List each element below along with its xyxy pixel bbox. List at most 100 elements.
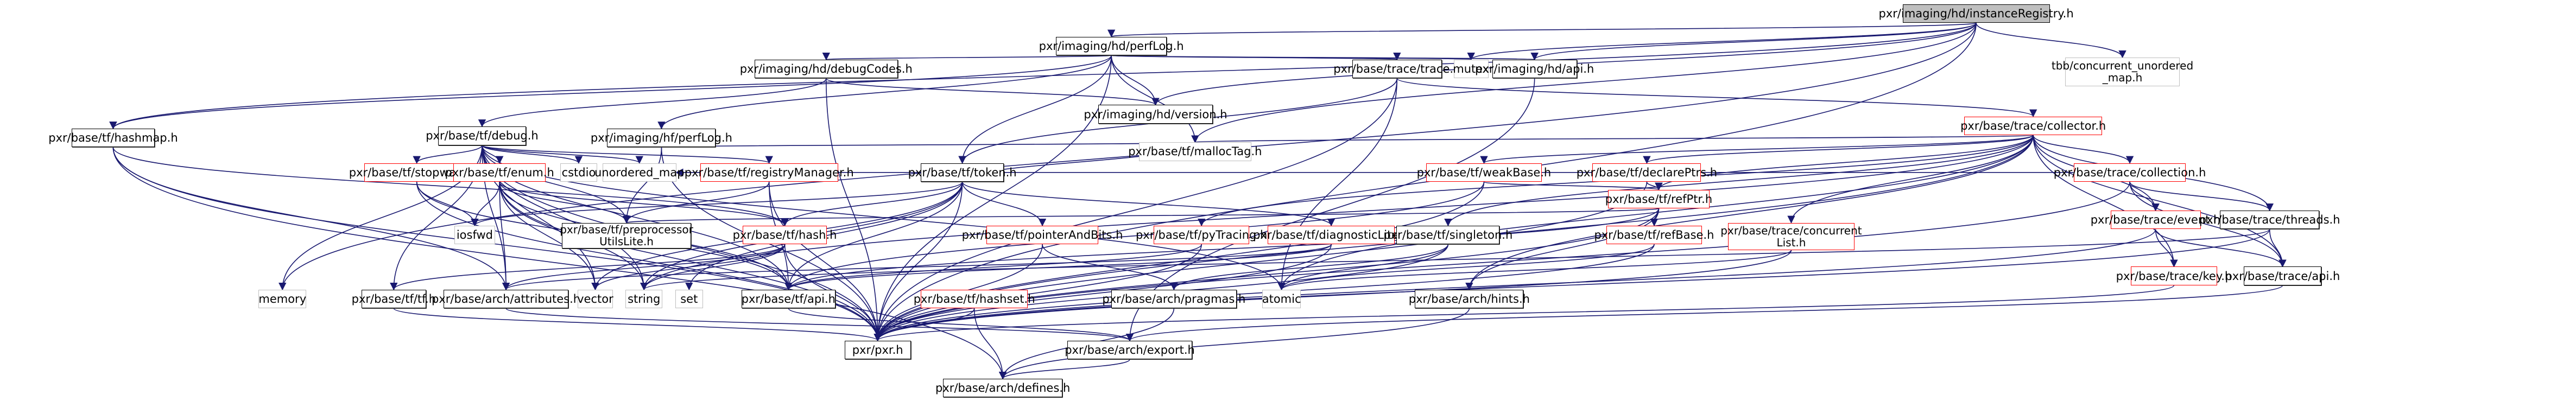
edge-tfhash-to-attributes [502,244,786,291]
edge-collector-to-weakbase [1480,135,2034,164]
graph-node-hfperf[interactable]: pxr/imaging/hf/perfLog.h [591,129,732,148]
edge-event-to-traceapi [2155,229,2287,268]
graph-node-export[interactable]: pxr/base/arch/export.h [1065,340,1195,360]
edge-debugcodes-to-pxrh [825,78,882,342]
edge-tracekey-to-pxrh [874,285,2175,342]
edge-tfapi-to-export [788,308,1134,342]
edge-collector-to-declareptrs [1643,135,2034,164]
graph-node-event[interactable]: pxr/base/trace/event.h [2091,211,2220,230]
edge-stopwatch-to-pxrh [416,182,882,342]
graph-node-pointerbits[interactable]: pxr/base/tf/pointerAndBits.h [962,225,1123,245]
edge-collection-to-threads [2129,181,2274,212]
edge-registrymgr-to-preproc [622,181,770,224]
edge-refptr-to-preproc [623,208,1660,224]
edge-attributes-to-export [505,308,1134,342]
edge-pytracing-to-pxrh [874,244,1202,342]
graph-node-atomic: atomic [1262,289,1301,309]
edge-collector-to-singleton [1444,135,2034,227]
edge-root-to-pxrh [874,23,1977,342]
edge-hdperf-to-token [958,55,1112,164]
graph-node-refbase[interactable]: pxr/base/tf/refBase.h [1594,225,1714,245]
edge-root-to-hashmap [109,23,1977,130]
graph-node-collector[interactable]: pxr/base/trace/collector.h [1960,116,2106,135]
edge-hdperf-to-hdversion [1111,55,1160,106]
graph-node-collection[interactable]: pxr/base/trace/collection.h [2054,163,2206,182]
edge-hashmap-to-defines [112,147,1007,380]
edge-hdperf-to-debugcodes [823,52,1112,61]
edge-tracetrace-to-collector [1396,78,2037,117]
graph-node-attributes[interactable]: pxr/base/arch/attributes.h [432,289,580,309]
graph-node-vector: vector [577,289,613,309]
edge-refptr-to-tfapi [784,208,1660,291]
edge-hfperf-to-preproc [622,147,662,224]
graph-node-hashset[interactable]: pxr/base/tf/hashset.h [914,289,1035,309]
graph-node-hdperf[interactable]: pxr/imaging/hd/perfLog.h [1039,36,1184,55]
edge-collector-to-conclist [1787,135,2034,224]
graph-node-mutex: mutex [1453,59,1489,79]
edge-collection-to-traceapi [2129,182,2287,268]
graph-node-iosfwd: iosfwd [454,225,495,245]
graph-node-malloctag: pxr/base/tf/mallocTag.h [1128,142,1262,161]
edge-debugcodes-to-tfdebug [478,78,827,128]
edge-tracetrace-to-atomic [1277,78,1398,291]
edge-event-to-pxrh [874,229,2156,342]
graph-node-set: set [675,289,703,309]
graph-node-traceapi[interactable]: pxr/base/trace/api.h [2225,266,2340,285]
graph-node-debugcodes[interactable]: pxr/imaging/hd/debugCodes.h [740,59,913,79]
edge-pointerbits-to-pragmas [1042,244,1178,291]
edge-enum-to-vector [499,182,599,291]
graph-node-hashmap[interactable]: pxr/base/tf/hashmap.h [48,129,178,148]
graph-node-enum[interactable]: pxr/base/tf/enum.h [445,163,554,182]
edge-hashset-to-defines [973,308,1007,380]
edge-collector-to-hints [1465,135,2034,291]
graph-node-diaglite[interactable]: pxr/base/tf/diagnosticLite.h [1253,225,1409,245]
edge-tfdebug-to-stopwatch [413,145,483,164]
graph-node-weakbase[interactable]: pxr/base/tf/weakBase.h [1417,163,1551,182]
graph-node-tfdebug[interactable]: pxr/base/tf/debug.h [426,126,539,145]
edge-tfhash-to-vector [591,244,786,291]
graph-node-token[interactable]: pxr/base/tf/token.h [908,163,1017,182]
graph-node-tfhash[interactable]: pxr/base/tf/hash.h [733,225,837,245]
edge-tfhash-to-tftf [390,244,786,291]
graph-node-tracetrace[interactable]: pxr/base/trace/trace.h [1333,59,1460,79]
edge-hfperf-to-malloctag [661,141,1198,150]
edge-tracetrace-to-pxrh [874,78,1398,342]
edge-registrymgr-to-pxrh [768,182,882,342]
edge-hdperf-to-hdapi [1111,52,1537,61]
graph-node-preproc[interactable]: pxr/base/tf/preprocessor UtilsLite.h [560,222,693,249]
edge-root-to-malloctag [1191,23,1977,143]
edge-token-to-diaglite [961,181,1336,227]
graph-node-tftf[interactable]: pxr/base/tf/tf.h [352,289,436,309]
edge-threads-to-traceapi [2269,229,2287,268]
edge-refptr-to-hints [1465,208,1660,291]
graph-node-pragmas[interactable]: pxr/base/arch/pragmas.h [1102,289,1245,309]
graph-node-hints[interactable]: pxr/base/arch/hints.h [1409,289,1530,309]
graph-node-hdapi[interactable]: pxr/imaging/hd/api.h [1475,59,1594,79]
edge-hdperf-to-hashmap [109,55,1112,130]
graph-node-registrymgr[interactable]: pxr/base/tf/registryManager.h [685,163,854,182]
edge-tfdebug-to-preproc [482,145,631,224]
graph-node-singleton[interactable]: pxr/base/tf/singleton.h [1383,225,1512,245]
edge-event-to-tracekey [2155,229,2178,268]
graph-node-tracekey[interactable]: pxr/base/trace/key.h [2116,266,2232,285]
graph-node-refptr[interactable]: pxr/base/tf/refPtr.h [1605,189,1712,209]
graph-node-threads[interactable]: pxr/base/trace/threads.h [2199,211,2340,230]
edge-tftf-to-pxrh [393,308,882,342]
graph-node-hdversion[interactable]: pxr/imaging/hd/version.h [1084,105,1227,124]
edge-hashmap-to-tfhash [112,147,789,227]
edge-diaglite-to-pxrh [874,244,1332,342]
edge-tfdebug-to-cstdio [482,145,583,164]
graph-node-conclist[interactable]: pxr/base/trace/concurrent List.h [1720,222,1862,250]
graph-node-declareptrs[interactable]: pxr/base/tf/declarePtrs.h [1577,163,1717,182]
graph-node-pytracing[interactable]: pxr/base/tf/pyTracing.h [1136,225,1267,245]
edge-root-to-mutex [1467,22,1977,61]
graph-node-pxrh[interactable]: pxr/pxr.h [844,340,911,360]
graph-node-root[interactable]: pxr/imaging/hd/instanceRegistry.h [1879,4,2074,23]
edge-hints-to-defines [999,308,1470,380]
edge-export-to-defines [999,359,1130,380]
graph-node-defines[interactable]: pxr/base/arch/defines.h [935,378,1070,398]
graph-node-tfapi[interactable]: pxr/base/tf/api.h [742,289,836,309]
edge-hashset-to-pxrh [874,308,975,342]
edge-diaglite-to-attributes [502,244,1332,291]
